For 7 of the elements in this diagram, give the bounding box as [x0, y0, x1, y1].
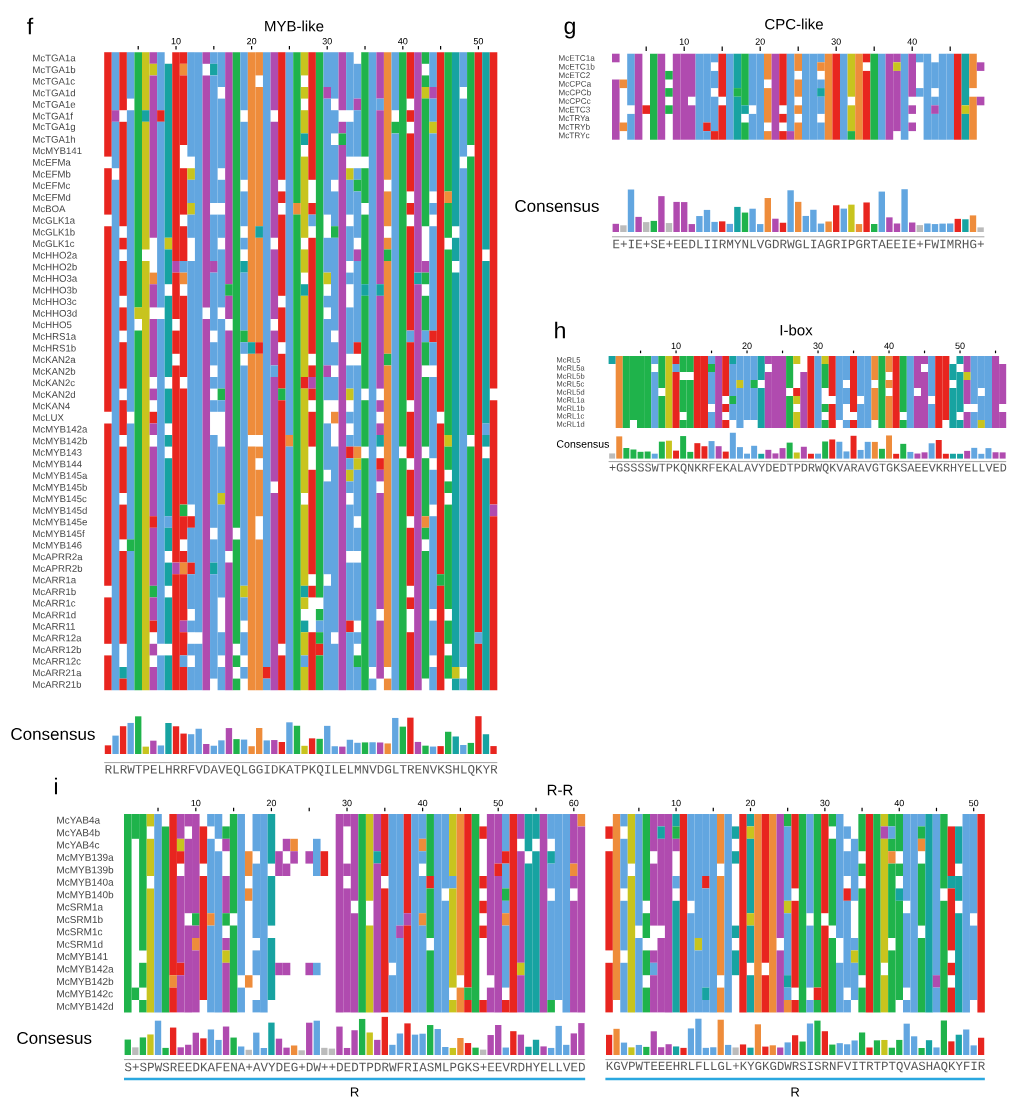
panel-letter: h — [555, 321, 565, 339]
panel-letter: f — [27, 17, 34, 35]
panel-letter: i — [55, 777, 57, 795]
panel-letter: g — [564, 21, 575, 39]
consensus-label: Consesus — [17, 1032, 92, 1044]
consensus-label: Consensus — [515, 200, 599, 212]
consensus-label: Consensus — [11, 728, 95, 740]
